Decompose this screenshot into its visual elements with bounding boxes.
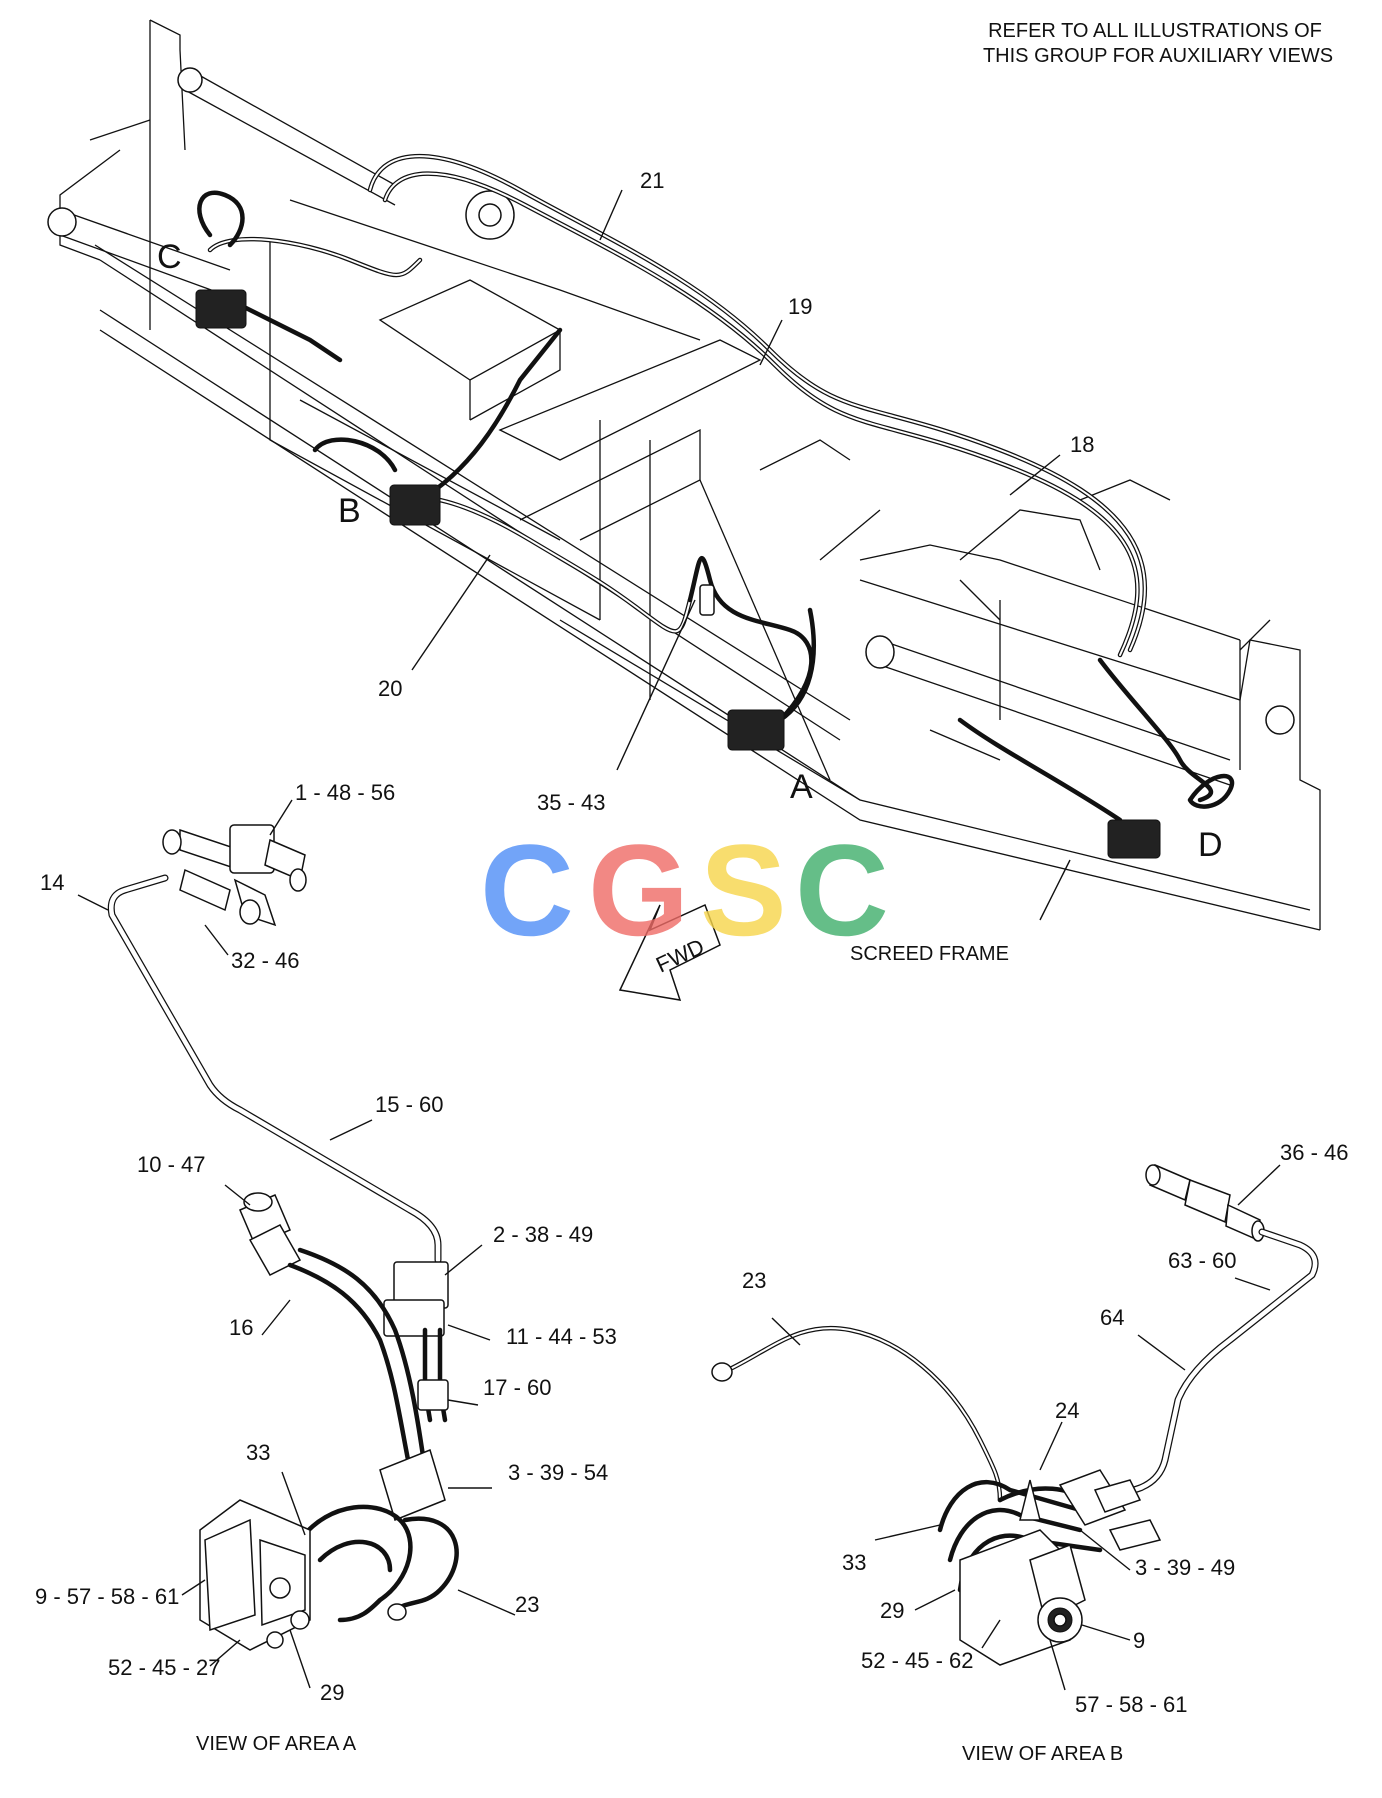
hose-23-b	[725, 1325, 1003, 1503]
label-1-48-56: 1 - 48 - 56	[295, 780, 395, 805]
caption-view-area-a: VIEW OF AREA A	[196, 1733, 357, 1755]
note-line-1: REFER TO ALL ILLUSTRATIONS OF	[988, 20, 1322, 42]
label-20: 20	[378, 676, 402, 701]
pump-52-45-27	[199, 1499, 311, 1651]
label-29-a: 29	[320, 1680, 344, 1705]
hose-area-c	[207, 236, 423, 278]
valve-1-48-56	[162, 824, 307, 927]
area-b-marker: B	[338, 492, 361, 530]
fitting-35-43	[699, 584, 715, 616]
label-33-b: 33	[842, 1550, 866, 1575]
main-view-labels: 21 19 18 20 35 - 43 C B A D SCREED FRAME	[157, 168, 1223, 965]
valve-2-38-49	[383, 1261, 449, 1337]
label-57-58-61: 57 - 58 - 61	[1075, 1692, 1188, 1717]
coupling-36-46	[1145, 1163, 1265, 1242]
watermark-letter: G	[588, 817, 689, 963]
label-10-47: 10 - 47	[137, 1152, 206, 1177]
leader-1-48-56	[269, 799, 293, 836]
main-view-valves	[195, 289, 1161, 859]
auxiliary-views-note: REFER TO ALL ILLUSTRATIONS OF THIS GROUP…	[983, 20, 1333, 67]
label-23-b: 23	[742, 1268, 766, 1293]
label-52-45-27: 52 - 45 - 27	[108, 1655, 221, 1680]
hose-24	[937, 1479, 1083, 1533]
label-35-43: 35 - 43	[537, 790, 606, 815]
screed-frame-label: SCREED FRAME	[850, 943, 1009, 965]
label-29-b: 29	[880, 1598, 904, 1623]
block-3-39-54	[379, 1448, 446, 1522]
label-2-38-49: 2 - 38 - 49	[493, 1222, 593, 1247]
area-a-marker: A	[790, 768, 813, 806]
label-16: 16	[229, 1315, 253, 1340]
valve-area-a	[727, 709, 785, 751]
main-view-hoses	[197, 154, 1235, 823]
label-15-60: 15 - 60	[375, 1092, 444, 1117]
label-17-60: 17 - 60	[483, 1375, 552, 1400]
label-21: 21	[640, 168, 664, 193]
label-64: 64	[1100, 1305, 1124, 1330]
pump-52-45-62	[959, 1479, 1086, 1666]
label-19: 19	[788, 294, 812, 319]
label-23-a: 23	[515, 1592, 539, 1617]
area-d-marker: D	[1198, 826, 1223, 864]
area-c-marker: C	[157, 238, 182, 276]
watermark-letter: C	[795, 817, 889, 963]
note-line-2: THIS GROUP FOR AUXILIARY VIEWS	[983, 45, 1333, 67]
label-14: 14	[40, 870, 64, 895]
frame-bottom-edge	[99, 329, 1321, 931]
leader-14	[77, 894, 109, 911]
view-area-a: 1 - 48 - 56 14 32 - 46 15 - 60 10 - 47 2…	[35, 780, 617, 1755]
hose-20	[397, 495, 693, 634]
watermark-letter: S	[700, 817, 787, 963]
label-24: 24	[1055, 1398, 1079, 1423]
fitting-17-60	[417, 1379, 449, 1411]
cgsc-watermark: C G S C	[480, 817, 889, 963]
main-view-leaders	[411, 189, 1071, 921]
valve-area-d	[1107, 819, 1161, 859]
label-36-46: 36 - 46	[1280, 1140, 1349, 1165]
label-63-60: 63 - 60	[1168, 1248, 1237, 1273]
watermark-letter: C	[480, 817, 574, 963]
label-3-39-49: 3 - 39 - 49	[1135, 1555, 1235, 1580]
label-52-45-62: 52 - 45 - 62	[861, 1648, 974, 1673]
valve-area-c	[195, 289, 247, 329]
label-32-46: 32 - 46	[231, 948, 300, 973]
label-18: 18	[1070, 432, 1094, 457]
valve-area-b	[389, 484, 441, 526]
label-11-44-53: 11 - 44 - 53	[506, 1324, 617, 1349]
hose-23-a	[297, 1504, 413, 1623]
label-3-39-54: 3 - 39 - 54	[508, 1460, 608, 1485]
fitting-10-47	[239, 1192, 302, 1276]
hose-16	[287, 1262, 413, 1473]
label-33-a: 33	[246, 1440, 270, 1465]
screed-frame-drawing	[47, 19, 1321, 931]
caption-view-area-b: VIEW OF AREA B	[962, 1743, 1123, 1765]
hose-area-d	[1097, 657, 1214, 803]
label-9: 9	[1133, 1628, 1145, 1653]
view-area-b: 36 - 46 63 - 60 23 64 24 33 3 - 39 - 49 …	[711, 1140, 1349, 1765]
label-9-57-58-61: 9 - 57 - 58 - 61	[35, 1584, 179, 1609]
